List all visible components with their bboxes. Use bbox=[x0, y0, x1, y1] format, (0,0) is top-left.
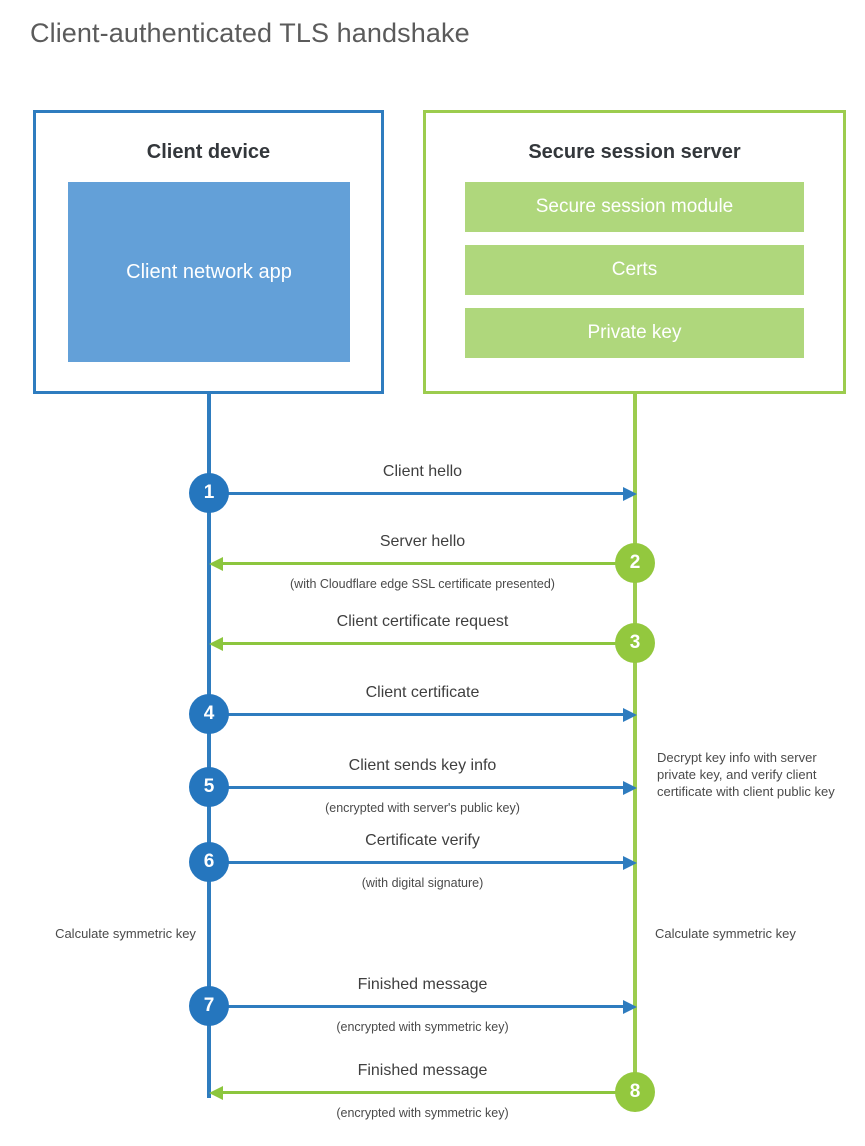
message-subtitle-2: (with Cloudflare edge SSL certificate pr… bbox=[290, 577, 555, 591]
message-subtitle-8: (encrypted with symmetric key) bbox=[336, 1106, 509, 1120]
client-lifeline bbox=[207, 394, 211, 1098]
message-arrow-head-2 bbox=[209, 557, 223, 571]
secure-session-server-box: Secure session server Secure session mod… bbox=[423, 110, 846, 394]
step-circle-3: 3 bbox=[615, 623, 655, 663]
message-arrow-head-4 bbox=[623, 708, 637, 722]
note-server-decrypt: Decrypt key info with server private key… bbox=[657, 750, 835, 799]
step-circle-7: 7 bbox=[189, 986, 229, 1026]
message-arrow-line-2 bbox=[213, 562, 633, 565]
step-circle-5: 5 bbox=[189, 767, 229, 807]
message-label-3: Client certificate request bbox=[336, 613, 509, 630]
message-arrow-line-3 bbox=[213, 642, 633, 645]
message-arrow-line-7 bbox=[209, 1005, 627, 1008]
step-circle-2: 2 bbox=[615, 543, 655, 583]
secure-session-server-title: Secure session server bbox=[528, 141, 741, 163]
step-circle-1: 1 bbox=[189, 473, 229, 513]
step-circle-6: 6 bbox=[189, 842, 229, 882]
server-lifeline bbox=[633, 394, 637, 1094]
step-circle-8: 8 bbox=[615, 1072, 655, 1112]
message-arrow-head-6 bbox=[623, 856, 637, 870]
message-label-1: Client hello bbox=[382, 463, 463, 480]
message-subtitle-5: (encrypted with server's public key) bbox=[325, 801, 520, 815]
message-arrow-head-1 bbox=[623, 487, 637, 501]
message-label-6: Certificate verify bbox=[365, 832, 480, 849]
message-arrow-line-6 bbox=[209, 861, 627, 864]
message-arrow-line-1 bbox=[209, 492, 627, 495]
client-network-app-box: Client network app bbox=[68, 182, 350, 362]
server-component-secure-session-module: Secure session module bbox=[465, 182, 804, 232]
message-subtitle-7: (encrypted with symmetric key) bbox=[336, 1020, 509, 1034]
message-arrow-head-7 bbox=[623, 1000, 637, 1014]
page-title: Client-authenticated TLS handshake bbox=[30, 18, 470, 48]
server-component-certs: Certs bbox=[465, 245, 804, 295]
message-arrow-head-3 bbox=[209, 637, 223, 651]
message-arrow-line-4 bbox=[209, 713, 627, 716]
message-label-5: Client sends key info bbox=[348, 757, 497, 774]
message-subtitle-6: (with digital signature) bbox=[361, 876, 484, 890]
note-server-calculate-symmetric-key: Calculate symmetric key bbox=[655, 926, 796, 941]
note-client-calculate-symmetric-key: Calculate symmetric key bbox=[55, 926, 196, 941]
server-component-private-key: Private key bbox=[465, 308, 804, 358]
message-arrow-head-5 bbox=[623, 781, 637, 795]
message-label-2: Server hello bbox=[379, 533, 466, 550]
client-device-title: Client device bbox=[146, 141, 271, 163]
step-circle-4: 4 bbox=[189, 694, 229, 734]
client-device-box: Client device Client network app bbox=[33, 110, 384, 394]
message-label-4: Client certificate bbox=[365, 684, 480, 701]
message-arrow-line-8 bbox=[213, 1091, 633, 1094]
message-label-8: Finished message bbox=[357, 1062, 488, 1079]
message-label-7: Finished message bbox=[357, 976, 488, 993]
message-arrow-line-5 bbox=[209, 786, 627, 789]
message-arrow-head-8 bbox=[209, 1086, 223, 1100]
